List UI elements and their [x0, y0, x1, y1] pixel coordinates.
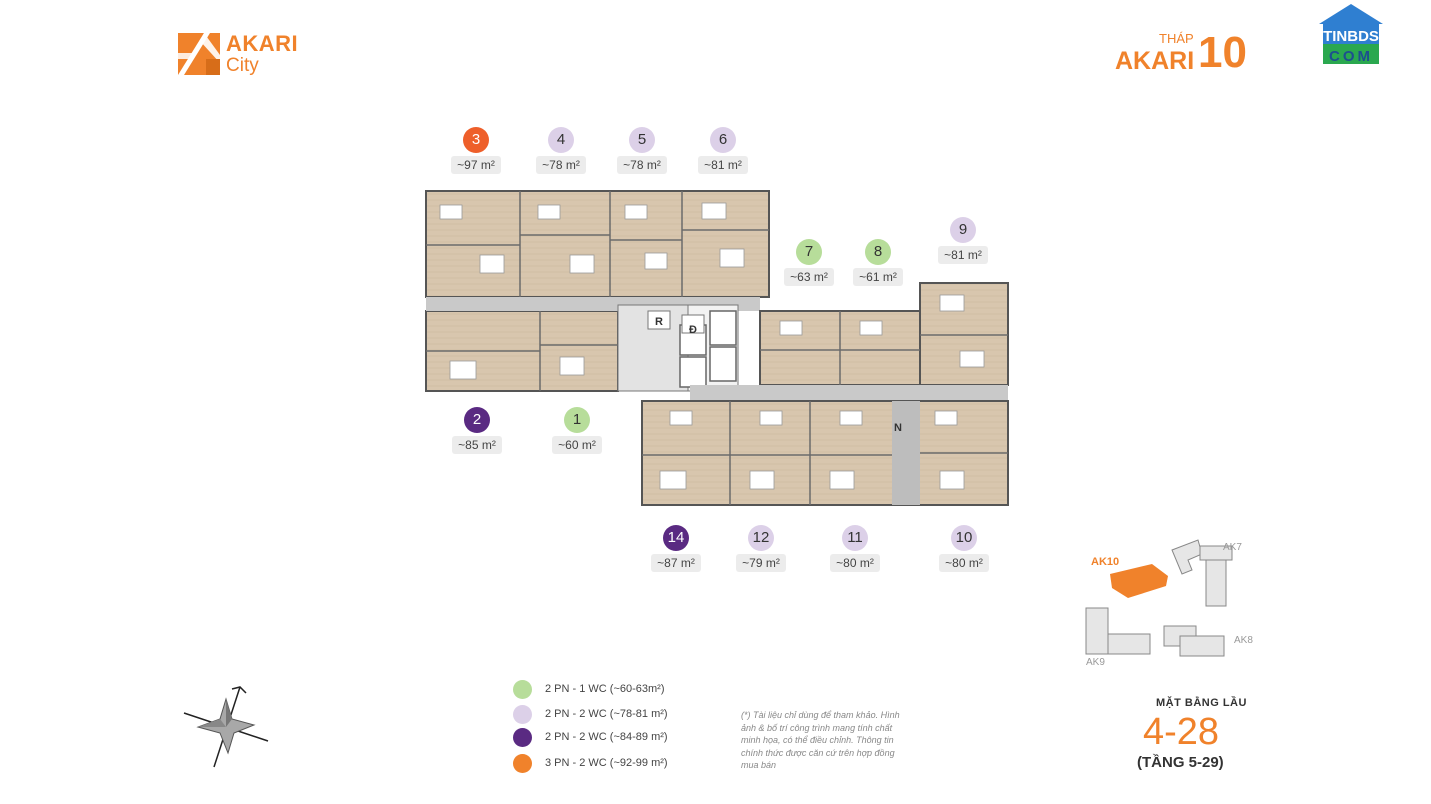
unit-number: 11 — [842, 525, 868, 551]
unit-area: ~78 m² — [617, 156, 667, 174]
compass-rose-icon — [182, 683, 270, 771]
watermark-line1: TINBDS — [1323, 28, 1379, 45]
unit-number: 4 — [548, 127, 574, 153]
legend-label: 3 PN - 2 WC (~92-99 m²) — [545, 757, 668, 769]
unit-area: ~79 m² — [736, 554, 786, 572]
keymap-label-ak10: AK10 — [1091, 556, 1120, 568]
unit-number: 2 — [464, 407, 490, 433]
floor-plan-title: MẶT BẰNG LẦU — [1156, 697, 1247, 709]
unit-area: ~81 m² — [698, 156, 748, 174]
unit-area: ~60 m² — [552, 436, 602, 454]
unit-area: ~87 m² — [651, 554, 701, 572]
unit-number: 8 — [865, 239, 891, 265]
floor-range: 4-28 — [1143, 711, 1220, 753]
brand-line2: City — [226, 55, 259, 76]
unit-number: 6 — [710, 127, 736, 153]
unit-marker-7[interactable]: 7 ~63 m² — [774, 239, 844, 286]
disclaimer-note: (*) Tài liệu chỉ dùng để tham khảo. Hình… — [741, 710, 900, 770]
unit-area: ~80 m² — [830, 554, 880, 572]
unit-marker-14[interactable]: 14 ~87 m² — [641, 525, 711, 572]
legend-label: 2 PN - 2 WC (~78-81 m²) — [545, 708, 668, 720]
unit-area: ~63 m² — [784, 268, 834, 286]
unit-area: ~81 m² — [938, 246, 988, 264]
keymap-label-ak8: AK8 — [1234, 635, 1253, 646]
unit-marker-4[interactable]: 4 ~78 m² — [526, 127, 596, 174]
unit-number: 9 — [950, 217, 976, 243]
stair-label-n: N — [894, 422, 902, 434]
unit-number: 1 — [564, 407, 590, 433]
unit-marker-8[interactable]: 8 ~61 m² — [843, 239, 913, 286]
site-key-map: AK7 AK8 AK9 — [1080, 536, 1260, 671]
unit-number: 3 — [463, 127, 489, 153]
unit-marker-9[interactable]: 9 ~81 m² — [928, 217, 998, 264]
unit-marker-1[interactable]: 1 ~60 m² — [542, 407, 612, 454]
stair-label-r: R — [655, 316, 663, 328]
akari-city-logo-icon — [178, 33, 220, 75]
tower-name: AKARI — [1115, 47, 1195, 75]
unit-area: ~85 m² — [452, 436, 502, 454]
legend-swatch — [513, 705, 532, 724]
legend-label: 2 PN - 1 WC (~60-63m²) — [545, 683, 665, 695]
unit-number: 5 — [629, 127, 655, 153]
tower-label: THÁP — [1159, 31, 1194, 46]
brand-line1: AKARI — [226, 31, 299, 56]
legend-swatch — [513, 680, 532, 699]
keymap-label-ak9: AK9 — [1086, 657, 1105, 668]
unit-marker-10[interactable]: 10 ~80 m² — [929, 525, 999, 572]
unit-marker-11[interactable]: 11 ~80 m² — [820, 525, 890, 572]
unit-number: 10 — [951, 525, 977, 551]
legend-label: 2 PN - 2 WC (~84-89 m²) — [545, 731, 668, 743]
unit-marker-12[interactable]: 12 ~79 m² — [726, 525, 796, 572]
unit-area: ~78 m² — [536, 156, 586, 174]
unit-marker-2[interactable]: 2 ~85 m² — [442, 407, 512, 454]
floor-plan: R Đ N — [420, 185, 1020, 515]
watermark-line2: COM — [1329, 48, 1373, 65]
stair-label-d: Đ — [689, 324, 697, 336]
unit-number: 14 — [663, 525, 689, 551]
floor-range-sub: (TẦNG 5-29) — [1137, 754, 1224, 771]
tinbds-watermark: TINBDS COM — [1319, 4, 1383, 66]
unit-number: 12 — [748, 525, 774, 551]
unit-marker-5[interactable]: 5 ~78 m² — [607, 127, 677, 174]
unit-area: ~80 m² — [939, 554, 989, 572]
legend-swatch — [513, 728, 532, 747]
tower-number: 10 — [1198, 28, 1247, 77]
unit-area: ~97 m² — [451, 156, 501, 174]
unit-number: 7 — [796, 239, 822, 265]
unit-marker-6[interactable]: 6 ~81 m² — [688, 127, 758, 174]
unit-marker-3[interactable]: 3 ~97 m² — [441, 127, 511, 174]
keymap-label-ak7: AK7 — [1223, 542, 1242, 553]
unit-area: ~61 m² — [853, 268, 903, 286]
legend-swatch — [513, 754, 532, 773]
